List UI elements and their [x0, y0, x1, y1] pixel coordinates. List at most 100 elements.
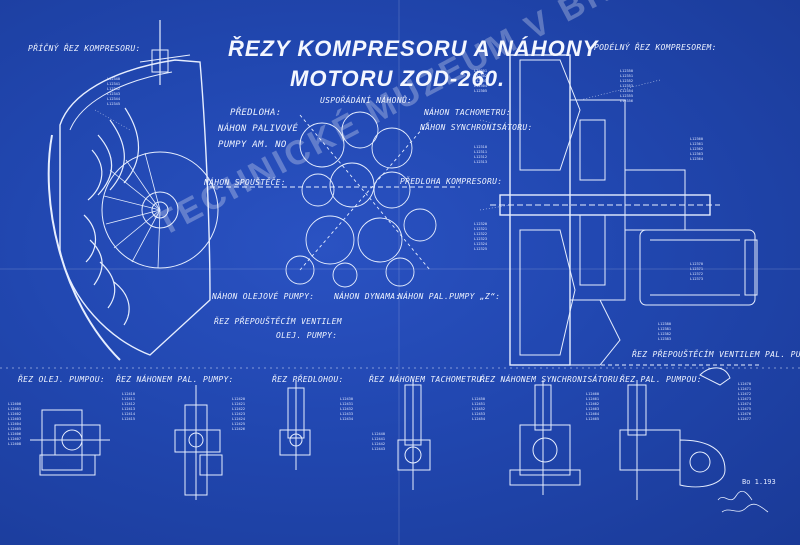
svg-text:L12320: L12320 — [474, 222, 487, 226]
svg-text:L12403: L12403 — [8, 417, 21, 421]
archive-stamp: Bo 1.193 — [742, 478, 776, 486]
svg-text:L12341: L12341 — [107, 82, 120, 86]
svg-text:L12344: L12344 — [107, 97, 120, 101]
svg-text:L12343: L12343 — [107, 92, 120, 96]
label-sec-tacho: ŘEZ NÁHONEM TACHOMETRU: — [369, 375, 487, 384]
label-fuel-pump-drive-1: NÁHON PALIVOVÉ — [218, 124, 299, 134]
svg-text:L12440: L12440 — [372, 432, 385, 436]
svg-text:L12421: L12421 — [232, 402, 245, 406]
label-fuel-pump-drive-2: PUMPY AM. NO — [218, 140, 287, 150]
svg-text:L12464: L12464 — [586, 412, 599, 416]
label-fuel-pump-z: NÁHON PAL.PUMPY „Z“: — [398, 292, 501, 301]
svg-text:L12380: L12380 — [658, 322, 671, 326]
svg-text:L12355: L12355 — [620, 94, 633, 98]
svg-text:L12361: L12361 — [690, 142, 703, 146]
label-arrangement: USPOŘÁDÁNÍ NÁHONŮ: — [320, 96, 413, 105]
svg-text:L12422: L12422 — [232, 407, 245, 411]
svg-text:L12382: L12382 — [658, 332, 671, 336]
svg-text:L12442: L12442 — [372, 442, 385, 446]
svg-text:L12450: L12450 — [472, 397, 485, 401]
svg-text:L12360: L12360 — [690, 137, 703, 141]
svg-text:L12431: L12431 — [340, 402, 353, 406]
svg-text:L12313: L12313 — [474, 160, 487, 164]
svg-text:L12424: L12424 — [232, 417, 245, 421]
fold-line-vertical — [398, 0, 400, 545]
drive-arrangement-drawing — [210, 111, 460, 288]
svg-text:L12302: L12302 — [474, 74, 487, 78]
svg-text:L12477: L12477 — [738, 417, 751, 421]
svg-text:L12461: L12461 — [586, 397, 599, 401]
svg-text:L12414: L12414 — [122, 412, 135, 416]
svg-text:L12373: L12373 — [690, 277, 703, 281]
svg-text:L12476: L12476 — [738, 412, 751, 416]
svg-text:L12402: L12402 — [8, 412, 21, 416]
label-sec-fuel-pump-drive: ŘEZ NÁHONEM PAL. PUMPY: — [116, 375, 234, 384]
label-sec-oil-pump: ŘEZ OLEJ. PUMPOU: — [18, 375, 105, 384]
label-sec-pre: ŘEZ PŘEDLOHOU: — [272, 375, 344, 384]
svg-text:L12352: L12352 — [620, 79, 633, 83]
svg-text:L12350: L12350 — [620, 69, 633, 73]
svg-text:L12451: L12451 — [472, 402, 485, 406]
svg-text:L12408: L12408 — [8, 442, 21, 446]
svg-text:L12470: L12470 — [738, 382, 751, 386]
svg-text:L12441: L12441 — [372, 437, 385, 441]
svg-text:L12351: L12351 — [620, 74, 633, 78]
svg-text:L12304: L12304 — [474, 84, 487, 88]
fold-line-horizontal — [0, 268, 800, 270]
svg-text:L12475: L12475 — [738, 407, 751, 411]
label-compressor-pre: PŘEDLOHA KOMPRESORU: — [400, 177, 503, 186]
svg-text:L12474: L12474 — [738, 402, 751, 406]
svg-text:L12423: L12423 — [232, 412, 245, 416]
svg-text:L12322: L12322 — [474, 232, 487, 236]
svg-text:L12362: L12362 — [690, 147, 703, 151]
svg-text:L12370: L12370 — [690, 262, 703, 266]
label-tacho-drive: NÁHON TACHOMETRU: — [424, 108, 511, 117]
svg-text:L12325: L12325 — [474, 247, 487, 251]
label-starter-drive: NÁHON SPOUŠTĚČE: — [204, 178, 286, 187]
svg-text:L12364: L12364 — [690, 157, 703, 161]
label-dynamo-drive: NÁHON DYNAMA: — [334, 292, 401, 301]
svg-text:L12413: L12413 — [122, 407, 135, 411]
svg-text:L12383: L12383 — [658, 337, 671, 341]
svg-text:L12452: L12452 — [472, 407, 485, 411]
svg-text:L12411: L12411 — [122, 397, 135, 401]
svg-text:L12321: L12321 — [474, 227, 487, 231]
label-relief-valve-1: ŘEZ PŘEPOUŠTĚCÍM VENTILEM — [214, 317, 342, 326]
svg-text:L12354: L12354 — [620, 89, 633, 93]
svg-text:L12454: L12454 — [472, 417, 485, 421]
label-relief-valve-2: OLEJ. PUMPY: — [276, 331, 338, 340]
svg-text:L12381: L12381 — [658, 327, 671, 331]
svg-text:L12471: L12471 — [738, 387, 751, 391]
svg-text:L12305: L12305 — [474, 89, 487, 93]
svg-text:L12372: L12372 — [690, 272, 703, 276]
svg-text:L12310: L12310 — [474, 145, 487, 149]
svg-text:L12301: L12301 — [474, 69, 487, 73]
svg-text:L12425: L12425 — [232, 422, 245, 426]
svg-text:L12460: L12460 — [586, 392, 599, 396]
svg-text:L12443: L12443 — [372, 447, 385, 451]
cross-section-drawing — [47, 20, 219, 361]
svg-text:L12472: L12472 — [738, 392, 751, 396]
svg-text:L12311: L12311 — [474, 150, 487, 154]
svg-text:L12340: L12340 — [107, 77, 120, 81]
svg-text:L12353: L12353 — [620, 84, 633, 88]
svg-text:L12406: L12406 — [8, 432, 21, 436]
label-cross-section: PŘÍČNÝ ŘEZ KOMPRESORU: — [28, 44, 141, 53]
svg-text:L12453: L12453 — [472, 412, 485, 416]
longitudinal-section-drawing — [490, 54, 760, 386]
svg-text:L12371: L12371 — [690, 267, 703, 271]
svg-text:L12400: L12400 — [8, 402, 21, 406]
svg-text:L12433: L12433 — [340, 412, 353, 416]
svg-text:L12401: L12401 — [8, 407, 21, 411]
svg-text:L12465: L12465 — [586, 417, 599, 421]
svg-text:L12432: L12432 — [340, 407, 353, 411]
label-longitudinal: PODÉLNÝ ŘEZ KOMPRESOREM: — [594, 43, 717, 52]
bottom-sections-drawing — [0, 367, 800, 500]
svg-text:L12415: L12415 — [122, 417, 135, 421]
svg-text:L12356: L12356 — [620, 99, 633, 103]
svg-text:L12434: L12434 — [340, 417, 353, 421]
svg-text:L12405: L12405 — [8, 427, 21, 431]
